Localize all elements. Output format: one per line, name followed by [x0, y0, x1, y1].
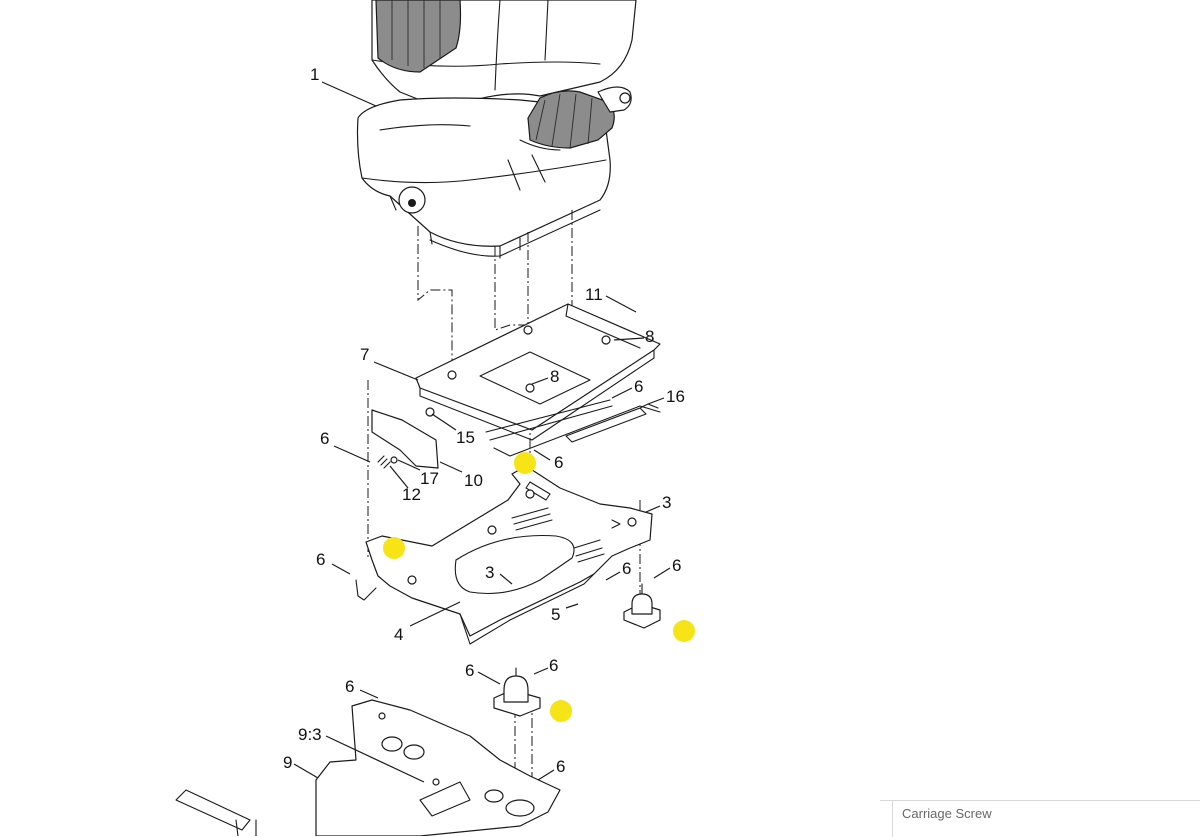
- callout-6: 6: [634, 377, 643, 396]
- hotspot-marker[interactable]: [673, 620, 695, 642]
- rod-part-16[interactable]: [565, 403, 659, 443]
- parts-table-fragment: Carriage Screw: [880, 800, 1200, 837]
- callout-10: 10: [464, 471, 483, 490]
- callout-8: 8: [550, 367, 559, 386]
- callout-6: 6: [549, 656, 558, 675]
- callout-7: 7: [360, 345, 369, 364]
- suspension-plate-part-4[interactable]: [355, 465, 653, 645]
- callout-6: 6: [320, 429, 329, 448]
- hotspot-marker[interactable]: [550, 700, 572, 722]
- spring-part-12[interactable]: [377, 455, 398, 469]
- bracket-part-10[interactable]: [371, 407, 439, 469]
- callout-6: 6: [345, 677, 354, 696]
- callout-1: 1: [310, 65, 319, 84]
- hotspot-marker[interactable]: [383, 537, 405, 559]
- callout-16: 16: [666, 387, 685, 406]
- callout-8: 8: [645, 327, 654, 346]
- table-cell-divider: [892, 801, 893, 837]
- callout-labels: 1 11 8 7 8 6 16 15 6 6 17 10 12 3 6 3 6 …: [283, 65, 685, 776]
- isolator-mount-right[interactable]: [623, 583, 661, 629]
- callout-6: 6: [672, 556, 681, 575]
- isolator-mount-center[interactable]: [493, 667, 541, 717]
- callout-3: 3: [485, 563, 494, 582]
- callout-9: 9: [283, 753, 292, 772]
- seat-slide-plate-part-7[interactable]: [415, 303, 661, 457]
- callout-6: 6: [316, 550, 325, 569]
- callout-15: 15: [456, 428, 475, 447]
- callout-12: 12: [402, 485, 421, 504]
- seat-part-1[interactable]: [356, 0, 637, 259]
- callout-3: 3: [662, 493, 671, 512]
- callout-11: 11: [585, 285, 603, 304]
- callout-9-3: 9:3: [298, 725, 322, 744]
- callout-17: 17: [420, 469, 439, 488]
- callout-4: 4: [394, 625, 403, 644]
- hotspot-marker[interactable]: [514, 452, 536, 474]
- hotspot-markers[interactable]: [383, 452, 695, 722]
- callout-leaders: [293, 81, 671, 783]
- callout-6: 6: [554, 453, 563, 472]
- callout-6: 6: [465, 661, 474, 680]
- callout-5: 5: [551, 605, 560, 624]
- base-plate-part-9[interactable]: [175, 699, 561, 836]
- callout-6: 6: [556, 757, 565, 776]
- callout-6: 6: [622, 559, 631, 578]
- table-cell-text: Carriage Screw: [902, 806, 992, 821]
